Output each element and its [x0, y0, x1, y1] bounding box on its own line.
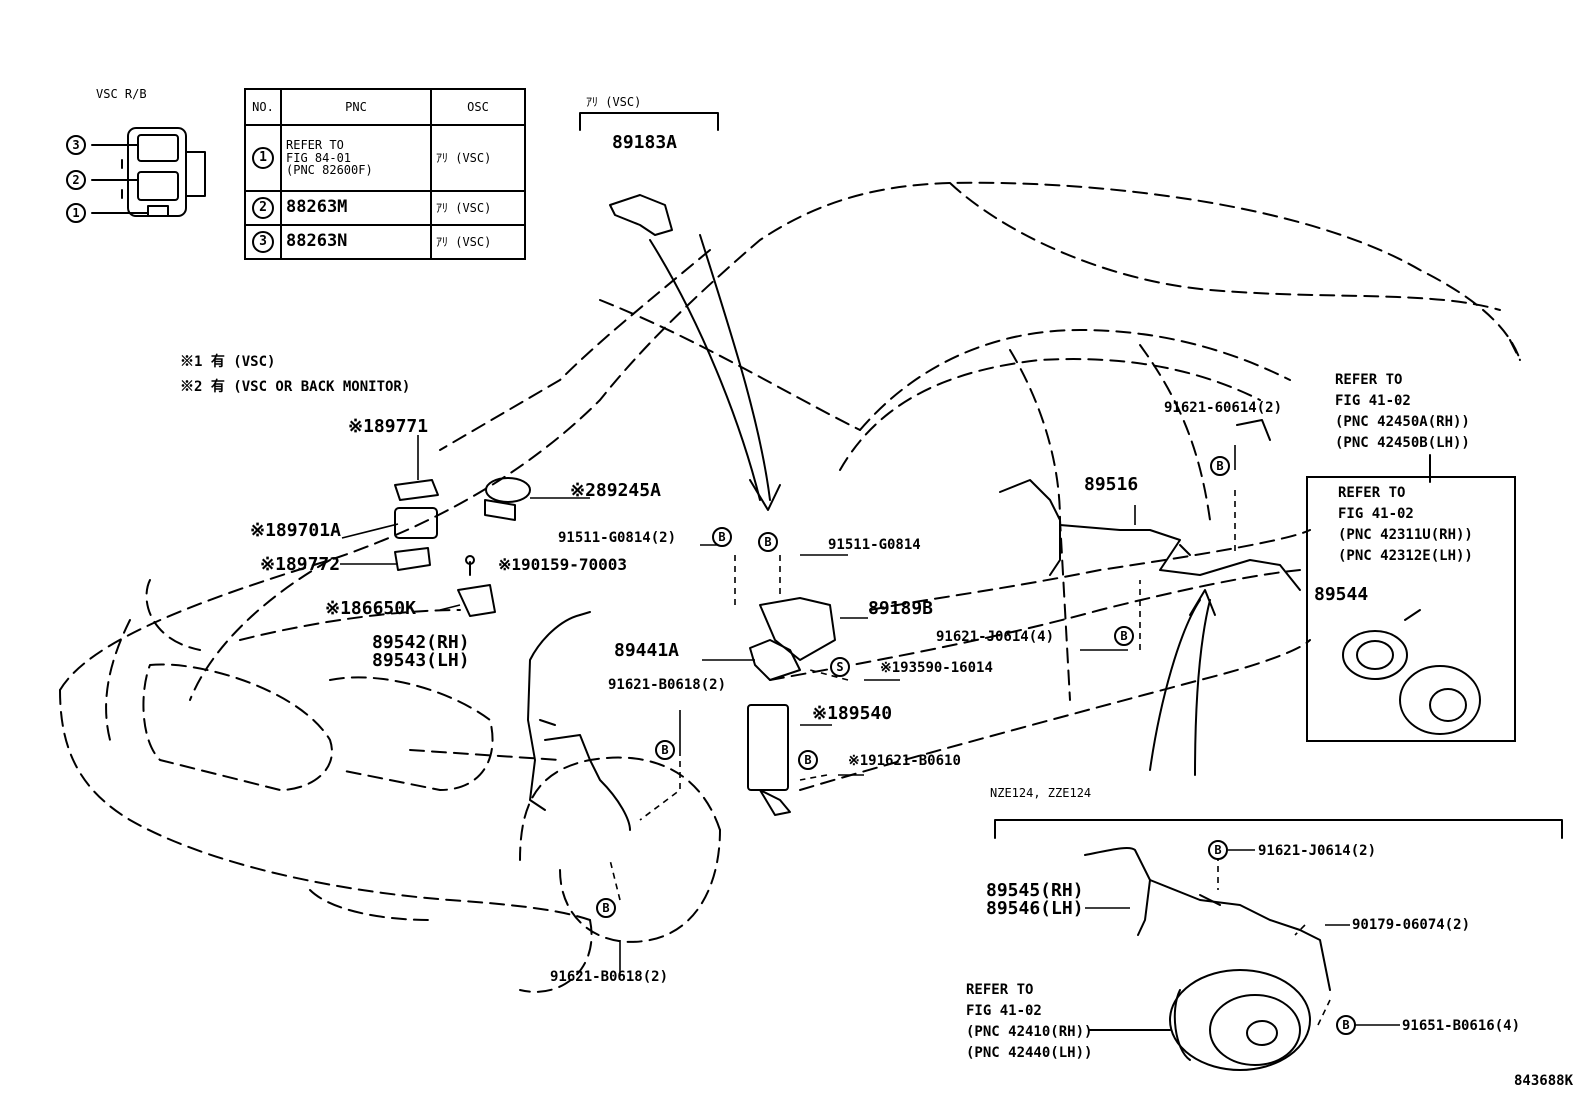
relay-block-drawing: [91, 127, 206, 217]
refer-rear-top-line: (PNC 42450B(LH)): [1335, 435, 1470, 451]
table-cell-osc: ｱﾘ (VSC): [430, 224, 526, 260]
vsc-rb-label: VSC R/B: [96, 87, 147, 101]
screw-symbol: S: [830, 657, 850, 677]
car-body-outline: [59, 181, 1521, 993]
part-189701A: ※189701A: [250, 520, 341, 541]
refer-rear-box-line: (PNC 42311U(RH)): [1338, 527, 1473, 543]
part-190159: ※190159-70003: [498, 555, 627, 574]
refer-hub-line: FIG 41-02: [966, 1003, 1042, 1019]
part-91651: 91651-B0616(4): [1402, 1018, 1521, 1034]
ari-vsc-label: ｱﾘ (VSC): [586, 95, 642, 109]
part-89441A: 89441A: [614, 640, 680, 661]
row-number: 3: [252, 231, 274, 253]
pnc-line: (PNC 82600F): [286, 163, 373, 178]
part-91621-J0614-b: 91621-J0614(2): [1258, 843, 1377, 859]
row-number: 1: [252, 147, 274, 169]
part-91621-B0618-a: 91621-B0618(2): [608, 677, 727, 693]
table-header-no: NO.: [244, 88, 282, 126]
table-cell-pnc: 88263M: [280, 190, 432, 226]
part-189540: ※189540: [812, 703, 893, 724]
part-89542: 89542(RH): [372, 632, 470, 653]
refer-rear-box-line: FIG 41-02: [1338, 506, 1414, 522]
part-89183A: 89183A: [612, 132, 678, 153]
refer-rear-box-line: REFER TO: [1338, 485, 1406, 501]
part-189771: ※189771: [348, 416, 429, 437]
part-193590: ※193590-16014: [880, 660, 993, 676]
bolt-symbol: B: [1114, 626, 1134, 646]
part-90179: 90179-06074(2): [1352, 917, 1471, 933]
bolt-symbol: B: [758, 532, 778, 552]
part-89545: 89545(RH): [986, 880, 1084, 901]
table-cell-osc: ｱﾘ (VSC): [430, 190, 526, 226]
part-91621-B0618-b: 91621-B0618(2): [550, 969, 669, 985]
table-cell-pnc: 88263N: [280, 224, 432, 260]
part-91621-J0614-a: 91621-J0614(4): [936, 629, 1055, 645]
part-91621-60614: 91621-60614(2): [1164, 400, 1283, 416]
relay-callout-1: 1: [66, 203, 86, 223]
note-2: ※2 有 (VSC OR BACK MONITOR): [180, 379, 411, 395]
bolt-symbol: B: [712, 527, 732, 547]
pnc-table: NO. PNC OSC 1 REFER TO FIG 84-01 (PNC 82…: [244, 88, 526, 260]
bolt-symbol: B: [596, 898, 616, 918]
part-91511-a: 91511-G0814(2): [558, 530, 677, 546]
part-191621-B0610: ※191621-B0610: [848, 753, 961, 769]
refer-rear-box-line: (PNC 42312E(LH)): [1338, 548, 1473, 564]
refer-hub-line: (PNC 42440(LH)): [966, 1045, 1093, 1061]
relay-callout-2: 2: [66, 170, 86, 190]
bolt-symbol: B: [655, 740, 675, 760]
pnc-line: REFER TO: [286, 138, 344, 153]
pnc-line: FIG 84-01: [286, 150, 352, 165]
relay-callout-3: 3: [66, 135, 86, 155]
refer-hub-line: (PNC 42410(RH)): [966, 1024, 1093, 1040]
table-cell-pnc: REFER TO FIG 84-01 (PNC 82600F): [280, 124, 432, 192]
nze-label: NZE124, ZZE124: [990, 786, 1092, 800]
refer-rear-top-line: FIG 41-02: [1335, 393, 1411, 409]
part-186650K: ※186650K: [325, 598, 416, 619]
table-row: 1 REFER TO FIG 84-01 (PNC 82600F) ｱﾘ (VS…: [244, 124, 526, 192]
refer-rear-top-line: REFER TO: [1335, 372, 1403, 388]
bolt-symbol: B: [1210, 456, 1230, 476]
part-91511-b: 91511-G0814: [828, 537, 921, 553]
part-89516: 89516: [1084, 474, 1139, 495]
rear-axle-box: [1306, 476, 1516, 742]
table-header-pnc: PNC: [280, 88, 432, 126]
table-row: 2 88263M ｱﾘ (VSC): [244, 190, 526, 226]
row-number: 2: [252, 197, 274, 219]
part-89546: 89546(LH): [986, 898, 1084, 919]
part-89543: 89543(LH): [372, 650, 470, 671]
bolt-symbol: B: [1336, 1015, 1356, 1035]
table-header-osc: OSC: [430, 88, 526, 126]
table-row: 3 88263N ｱﾘ (VSC): [244, 224, 526, 260]
bolt-symbol: B: [1208, 840, 1228, 860]
note-1: ※1 有 (VSC): [180, 354, 276, 370]
part-189772: ※189772: [260, 554, 341, 575]
bolt-symbol: B: [798, 750, 818, 770]
refer-rear-top-line: (PNC 42450A(RH)): [1335, 414, 1470, 430]
part-89544: 89544: [1314, 584, 1369, 605]
refer-hub-line: REFER TO: [966, 982, 1034, 998]
part-89189B: 89189B: [868, 598, 934, 619]
table-cell-osc: ｱﾘ (VSC): [430, 124, 526, 192]
figure-code: 843688K: [1514, 1073, 1574, 1089]
part-289245A: ※289245A: [570, 480, 661, 501]
